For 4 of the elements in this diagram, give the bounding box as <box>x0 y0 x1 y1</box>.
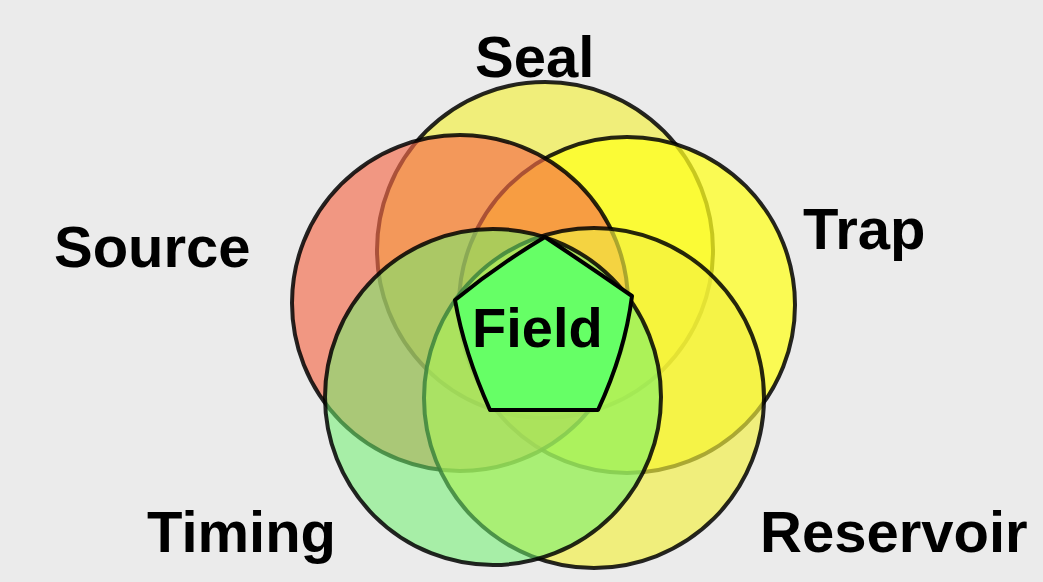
intersection-label: Field <box>472 300 603 356</box>
set-label: Seal <box>475 28 595 86</box>
set-label: Reservoir <box>760 503 1028 561</box>
set-label: Source <box>54 218 251 276</box>
